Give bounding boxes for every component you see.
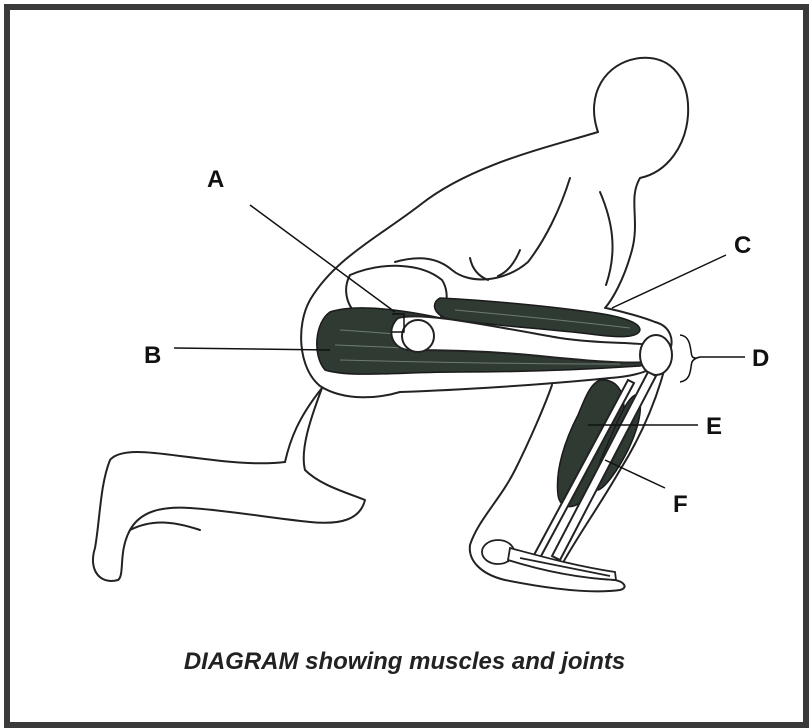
label-e: E [706,413,722,440]
back-leg-outline [93,388,365,581]
foot-bones [482,540,616,580]
head-back-outline [594,58,688,308]
torso-fold-2 [470,258,488,280]
label-b: B [144,342,161,369]
torso-front-outline [395,178,570,279]
label-f: F [673,491,688,518]
bracket-d [680,335,700,382]
pointer-line-a [250,205,395,312]
diagram-caption: DIAGRAM showing muscles and joints [0,648,809,676]
hip-joint [402,320,434,352]
arm-outline [600,192,613,285]
pointer-line-b [174,348,330,350]
back-shin-line [130,523,200,531]
label-a: A [207,166,224,193]
torso-fold [498,250,520,276]
knee-joint [640,335,672,375]
label-c: C [734,232,751,259]
label-d: D [752,345,769,372]
